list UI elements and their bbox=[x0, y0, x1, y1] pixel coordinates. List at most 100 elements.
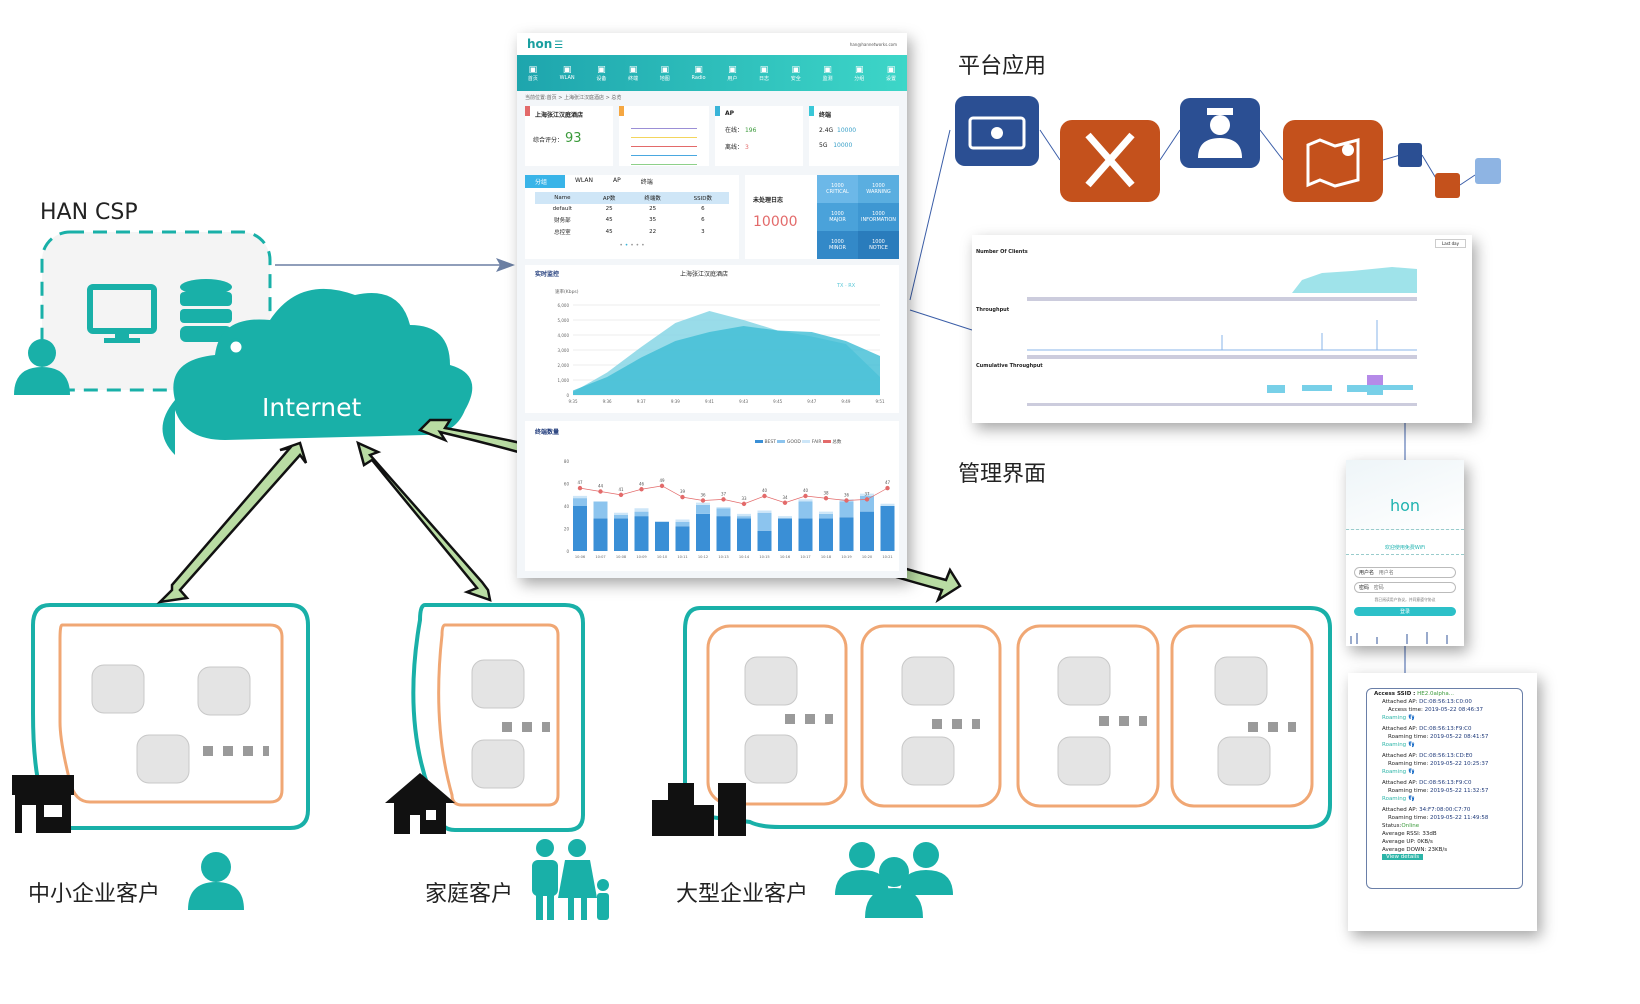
person-icon bbox=[188, 852, 244, 910]
table-cell: 35 bbox=[649, 217, 657, 223]
data-label: 47 bbox=[577, 480, 583, 485]
data-label: 40 bbox=[762, 488, 768, 493]
y-tick-label: 20 bbox=[564, 527, 570, 532]
log-level: INFORMATION bbox=[860, 217, 897, 223]
nav-item[interactable]: ▣地图 bbox=[660, 65, 670, 82]
payment-app-icon bbox=[955, 96, 1039, 166]
legend-item[interactable]: 总数 bbox=[822, 440, 841, 445]
nav-item[interactable]: ▣设备 bbox=[596, 65, 606, 82]
legend-item[interactable]: FAIR bbox=[802, 440, 823, 445]
user-email: han@hannetworks.com bbox=[849, 41, 897, 47]
log-count: 1000 bbox=[831, 239, 844, 245]
dashboard-screenshot: hon ☰han@hannetworks.com ▣首页▣WLAN▣设备▣终端▣… bbox=[517, 33, 907, 578]
bar-fair bbox=[573, 495, 587, 499]
top-nav: ▣首页▣WLAN▣设备▣终端▣地图▣Radio▣用户▣日志▣安全▣监测▣分组▣设… bbox=[517, 55, 907, 91]
bar-fair bbox=[634, 508, 649, 512]
bar-fair bbox=[614, 512, 628, 515]
bar-good bbox=[737, 516, 751, 519]
bar-best bbox=[757, 530, 772, 551]
legend-rx[interactable]: RX bbox=[848, 283, 856, 289]
nav-item[interactable]: ▣设置 bbox=[886, 65, 896, 82]
nav-item[interactable]: ▣用户 bbox=[727, 65, 737, 82]
login-button[interactable]: 登录 bbox=[1354, 607, 1456, 616]
y-tick-label: 60 bbox=[564, 482, 570, 487]
store-icon bbox=[12, 775, 74, 833]
logs-count: 10000 bbox=[753, 214, 798, 230]
legend-item[interactable]: GOOD bbox=[777, 440, 802, 445]
more-app-square bbox=[1475, 158, 1501, 184]
y-tick-label: 3,000 bbox=[558, 348, 570, 353]
x-tick-label: 9:35 bbox=[569, 399, 578, 404]
y-tick-label: 40 bbox=[564, 504, 570, 509]
range-select[interactable]: Last day bbox=[1435, 239, 1466, 248]
legend-tx[interactable]: TX bbox=[837, 283, 844, 289]
footprints-icon: 👣 bbox=[1407, 769, 1415, 775]
table-cell: 45 bbox=[605, 229, 613, 235]
bar-good bbox=[757, 512, 772, 531]
nav-item[interactable]: ▣终端 bbox=[628, 65, 638, 82]
tab[interactable]: 分组 bbox=[525, 175, 565, 188]
y-tick-label: 0 bbox=[566, 393, 569, 398]
avg-rssi: Average RSSI: 33dB bbox=[1382, 831, 1437, 837]
view-details-button[interactable]: View details bbox=[1382, 854, 1424, 860]
y-tick-label: 2,000 bbox=[558, 363, 570, 368]
x-tick-label: 9:37 bbox=[637, 399, 646, 404]
more-app-square bbox=[1398, 143, 1422, 167]
nav-item[interactable]: ▣日志 bbox=[759, 65, 769, 82]
y-axis-unit: 速率(Kbps) bbox=[555, 290, 579, 295]
data-label: 41 bbox=[618, 487, 624, 492]
tab[interactable]: 终端 bbox=[640, 179, 653, 186]
x-tick-label: 9:49 bbox=[841, 399, 850, 404]
data-label: 37 bbox=[864, 491, 870, 496]
access-point-icons bbox=[91, 656, 1271, 789]
nav-item[interactable]: ▣WLAN bbox=[560, 65, 575, 81]
nav-item[interactable]: ▣首页 bbox=[528, 65, 538, 82]
column-header: 终端数 bbox=[628, 192, 677, 204]
realtime-site: 上海张江汉庭酒店 bbox=[680, 271, 729, 278]
x-tick-label: 10:12 bbox=[698, 555, 708, 559]
log-count: 1000 bbox=[872, 211, 885, 217]
x-tick-label: 10:08 bbox=[616, 555, 627, 559]
nav-item[interactable]: ▣监测 bbox=[823, 65, 833, 82]
log-level: MINOR bbox=[829, 245, 846, 251]
nav-icon: ▣ bbox=[791, 64, 801, 75]
nav-item[interactable]: ▣Radio bbox=[692, 65, 706, 81]
nav-label: 分组 bbox=[854, 75, 865, 82]
band-5g-value: 10000 bbox=[833, 142, 853, 149]
username-input[interactable]: 用户名 用户名 bbox=[1354, 567, 1456, 578]
bar-fair bbox=[716, 507, 731, 509]
agree-checkbox[interactable]: 我已阅读用户协议，并同意遵守协议 bbox=[1374, 597, 1436, 602]
management-screenshot: Last day Number Of Clients Throughput Cu… bbox=[972, 235, 1472, 423]
bar-fair bbox=[860, 493, 874, 496]
nav-item[interactable]: ▣安全 bbox=[791, 65, 801, 82]
table-cell: 3 bbox=[701, 229, 705, 235]
password-input[interactable]: 密码 密码 bbox=[1354, 582, 1456, 593]
nav-item[interactable]: ▣分组 bbox=[854, 65, 864, 82]
bar-best bbox=[798, 518, 813, 551]
home-customer-label: 家庭客户 bbox=[425, 882, 514, 907]
tab[interactable]: WLAN bbox=[575, 177, 594, 184]
nav-label: 终端 bbox=[628, 75, 639, 82]
x-tick-label: 9:43 bbox=[739, 399, 748, 404]
site-name: 上海张江汉庭酒店 bbox=[535, 112, 584, 119]
legend-item[interactable]: BEST bbox=[755, 440, 777, 445]
portal-footer-graphic bbox=[1350, 632, 1448, 644]
cumulative-panel-title: Cumulative Throughput bbox=[976, 363, 1043, 369]
nav-label: 设备 bbox=[596, 75, 607, 82]
bar-best bbox=[593, 518, 608, 551]
more-dots bbox=[203, 714, 1296, 756]
bar-good bbox=[593, 501, 608, 519]
menu-icon[interactable]: ☰ bbox=[554, 40, 564, 51]
tab[interactable]: AP bbox=[613, 177, 621, 184]
bar-fair bbox=[696, 502, 710, 505]
